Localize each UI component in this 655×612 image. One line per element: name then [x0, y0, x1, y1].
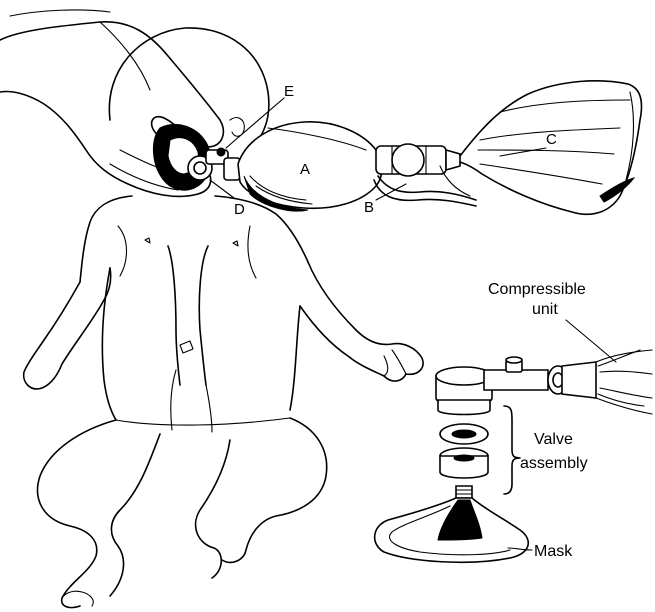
infant-leg-left: [38, 420, 116, 608]
infant-leg-left-inner: [110, 434, 160, 596]
compressible-unit-bag: [596, 350, 652, 414]
label-compressible-line1: Compressible: [488, 281, 586, 298]
valve-collar-ring: [438, 400, 490, 415]
valve-collar: [224, 158, 240, 180]
infant-figure: [24, 28, 423, 608]
infant-face-mask: [153, 124, 240, 190]
infant-leg-right-inner: [196, 440, 230, 578]
leader-compressible: [566, 320, 616, 362]
chest-compression-knuckle: [180, 341, 193, 353]
valve-assembly-bracket: [504, 406, 520, 494]
label-e: E: [284, 83, 294, 100]
oxygen-tube-upper: [378, 176, 476, 200]
reservoir-fold-4: [500, 100, 630, 112]
reservoir-tail: [600, 178, 634, 202]
valve-side-arm: [484, 370, 548, 390]
infant-chest-line-right: [248, 226, 256, 278]
label-valve-line1: Valve: [534, 431, 573, 448]
connector-taper: [446, 150, 460, 170]
label-b: B: [364, 199, 374, 216]
connector-ring: [392, 144, 424, 176]
infant-shoulder-left: [80, 196, 132, 282]
reservoir-fold-3: [480, 164, 602, 184]
valve-side-port-top: [506, 357, 522, 363]
glove-wrist-line: [10, 10, 110, 16]
leader-c: [500, 148, 546, 156]
infant-nipple-left: [145, 238, 150, 243]
mask-neck: [456, 486, 472, 498]
reservoir-fold-2: [478, 150, 614, 154]
infant-nipple-right: [233, 241, 238, 246]
valve-disc-inner: [452, 430, 476, 438]
reservoir-end-crease: [626, 92, 633, 180]
lower-housing-port: [454, 455, 474, 461]
infant-foot-left: [62, 591, 93, 606]
infant-torso-right: [290, 306, 300, 410]
label-a: A: [300, 161, 310, 178]
label-compressible-line2: unit: [532, 301, 558, 318]
reservoir-connector: [376, 144, 460, 176]
label-valve-line2: assembly: [520, 455, 588, 472]
label-c: C: [546, 131, 557, 148]
infant-torso-left: [102, 268, 116, 420]
infant-waist-line: [116, 418, 290, 425]
compressible-unit-neck: [562, 362, 596, 398]
infant-chest-line-left: [118, 226, 127, 276]
infant-fingers-right: [384, 350, 406, 376]
leader-d: [210, 180, 234, 198]
valve-port: [217, 148, 225, 156]
infant-arm-right: [300, 262, 423, 381]
label-mask: Mask: [534, 543, 573, 560]
label-d: D: [234, 201, 245, 218]
infant-arm-left: [24, 268, 111, 389]
chest-compression-hand: [168, 246, 208, 385]
infant-leg-right: [222, 418, 327, 562]
mask-connector-inner: [194, 162, 206, 174]
